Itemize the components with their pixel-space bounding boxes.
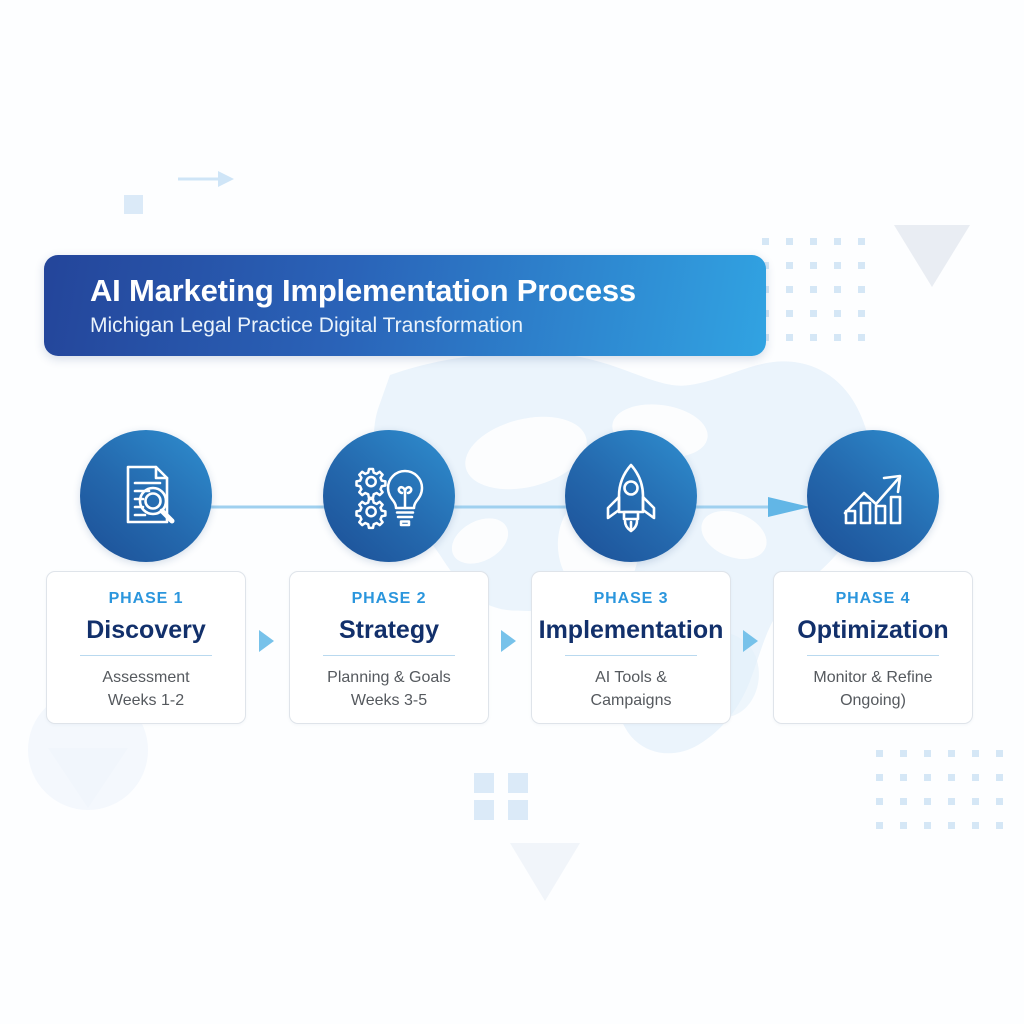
phase-title: Strategy [338,616,440,644]
phase-divider [80,655,212,656]
page-title: AI Marketing Implementation Process [90,273,636,308]
phase-card-2[interactable]: PHASE 2 Strategy Planning & Goals Weeks … [289,571,489,724]
phase-desc-line1: AI Tools & [595,669,667,686]
phase-divider [807,655,939,656]
phase-label: PHASE 2 [351,590,427,607]
phase-title: Discovery [86,616,206,644]
phase-card-1[interactable]: PHASE 1 Discovery Assessment Weeks 1-2 [46,571,246,724]
decorative-arrow-right-icon [178,171,234,187]
card-step-arrow-icon [501,630,516,652]
growth-chart-icon [843,474,902,525]
phase-label: PHASE 1 [108,590,184,607]
decorative-square [474,800,494,820]
gears-lightbulb-icon [355,467,424,530]
background-map-michigan [373,352,872,754]
page-subtitle: Michigan Legal Practice Digital Transfor… [90,314,524,337]
decorative-triangle [894,225,970,287]
phase-divider [565,655,697,656]
card-step-arrow-icon [743,630,758,652]
phase-desc-line1: Assessment [102,669,190,686]
decorative-triangle [510,843,580,901]
phase-desc-line2: Weeks 1-2 [107,692,185,709]
decorative-triangle [48,748,128,808]
decorative-square [508,773,528,793]
decorative-square [474,773,494,793]
header-banner: AI Marketing Implementation Process Mich… [44,255,766,356]
phase-icon-circle-3[interactable] [565,430,697,562]
decorative-square [124,195,143,214]
phase-divider [323,655,455,656]
phase-desc-line2: Weeks 3-5 [350,692,428,709]
phase-desc-line2: Campaigns [590,692,672,709]
phase-label: PHASE 3 [593,590,669,607]
phase-title: Implementation [538,616,724,644]
phase-desc-line1: Monitor & Refine [813,669,933,686]
phase-icon-circle-2[interactable] [323,430,455,562]
phase-label: PHASE 4 [835,590,911,607]
phase-desc-line2: Ongoing) [840,692,906,709]
process-connector-line [200,497,810,517]
phase-card-4[interactable]: PHASE 4 Optimization Monitor & Refine On… [773,571,973,724]
decorative-square [508,800,528,820]
rocket-icon [606,463,656,533]
phase-icon-circle-4[interactable] [807,430,939,562]
phase-title: Optimization [797,616,949,644]
phase-icon-circle-1[interactable] [80,430,212,562]
card-step-arrow-icon [259,630,274,652]
phase-desc-line1: Planning & Goals [327,669,451,686]
phase-card-3[interactable]: PHASE 3 Implementation AI Tools & Campai… [531,571,731,724]
document-magnifier-icon [126,465,175,524]
